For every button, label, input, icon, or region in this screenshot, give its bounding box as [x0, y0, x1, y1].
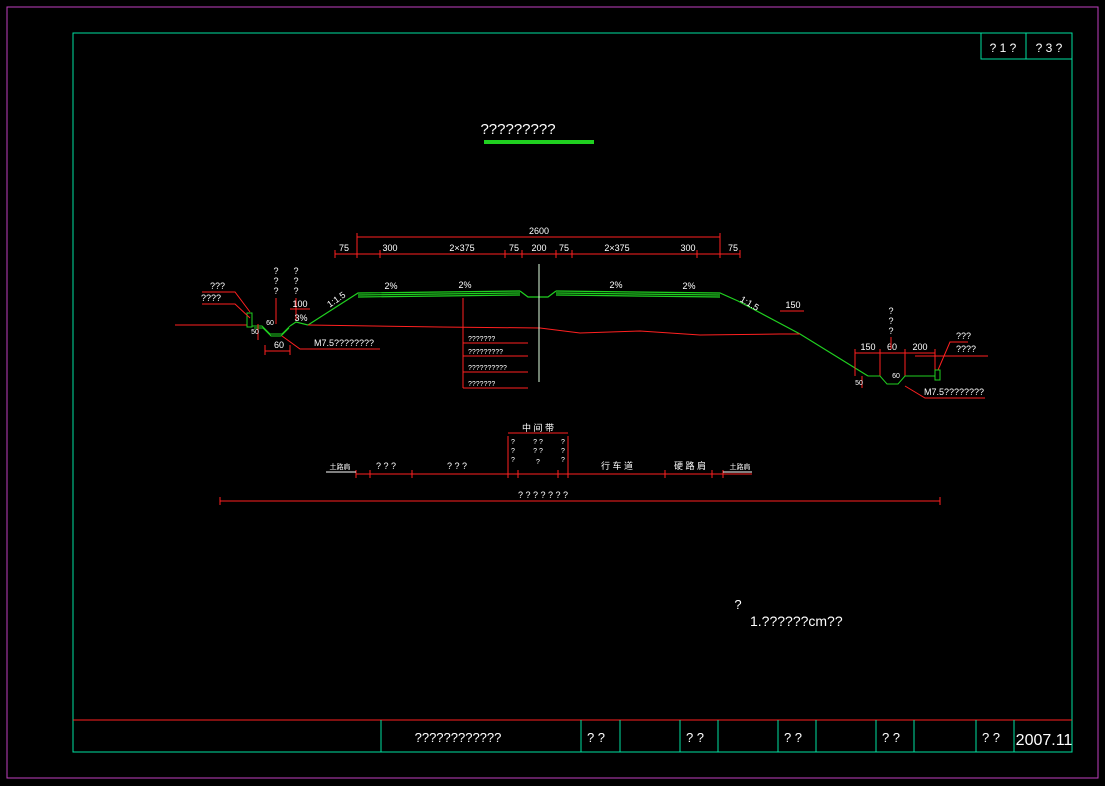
left-annotations: ??? ???? ? ? ? ? ? ? 100 3% 60 50 60 M7.… [201, 266, 380, 355]
left-ditch [246, 312, 291, 337]
right-label-1: ??? [956, 331, 971, 341]
pavement-layer-callouts: ??????? ????????? ?????????? ??????? [462, 298, 528, 389]
left-slope-3pct: 3% [294, 313, 307, 323]
median-label: 中 间 带 [522, 422, 554, 433]
dim-75-left: 75 [339, 243, 349, 253]
title-block-drawing-name: ???????????? [415, 730, 502, 745]
slope-2pct-3: 2% [609, 280, 622, 290]
median-c2c: ? [536, 459, 540, 466]
left-mortar-label: M7.5???????? [314, 338, 374, 348]
left-dim-60v: 60 [266, 320, 274, 327]
title-block-field-2: ? ? [686, 730, 704, 745]
dim-300-right: 300 [680, 243, 695, 253]
median-c2b: ? ? [533, 448, 543, 455]
right-dim-150-top: 150 [785, 300, 800, 310]
title-underline [484, 140, 594, 144]
dim-300-left: 300 [382, 243, 397, 253]
dim-75-right: 75 [728, 243, 738, 253]
left-vlabel-1: ? [273, 266, 278, 276]
subgrade-total-width: ? ? ? ? ? ? ? [518, 490, 568, 500]
left-dim-100: 100 [292, 299, 307, 309]
left-dim-60: 60 [274, 340, 284, 350]
left-vlabel-1c: ? [273, 286, 278, 296]
right-mortar-label: M7.5???????? [924, 387, 984, 397]
left-vlabel-2b: ? [293, 276, 298, 286]
dim-75-mid-left: 75 [509, 243, 519, 253]
left-label-2: ???? [201, 293, 221, 303]
lane-annotation: 中 间 带 ? ? ? ? ? ? ? ? ? ? ? 土路肩 ? ? ? ? … [219, 422, 941, 505]
median-c3b: ? [561, 448, 565, 455]
median-c3c: ? [561, 457, 565, 464]
left-vlabel-2c: ? [293, 286, 298, 296]
right-vlabel-1c: ? [888, 326, 893, 336]
sheet-total-label: ? 3 ? [1036, 41, 1063, 55]
dim-75-mid-right: 75 [559, 243, 569, 253]
median-c1a: ? [511, 439, 515, 446]
left-dim-50: 50 [251, 329, 259, 336]
right-side: 150 150 60 200 ? ? ? ??? ???? 50 60 M7.5… [780, 300, 984, 397]
top-dimension-lines [334, 233, 741, 258]
title-block-field-4: ? ? [882, 730, 900, 745]
dim-200-mid: 200 [531, 243, 546, 253]
lane-right-label: 行 车 道 [601, 460, 633, 471]
median-c1b: ? [511, 448, 515, 455]
title-block-field-3: ? ? [784, 730, 802, 745]
median-c1c: ? [511, 457, 515, 464]
left-vlabel-2: ? [293, 266, 298, 276]
median-c2a: ? ? [533, 439, 543, 446]
right-vlabel-1: ? [888, 306, 893, 316]
dim-overall: 2600 [529, 226, 549, 236]
note-mark: ? [734, 597, 741, 612]
shoulder-right-label: 土路肩 [730, 462, 751, 471]
note-text: 1.??????cm?? [750, 613, 843, 629]
sheet-page-label: ? 1 ? [990, 41, 1017, 55]
embankment-section [289, 290, 869, 377]
inner-frame [72, 32, 1073, 753]
title-block-field-5: ? ? [982, 730, 1000, 745]
right-dim-200: 200 [912, 342, 927, 352]
median-c3a: ? [561, 439, 565, 446]
pavement-layer-4: ??????? [468, 381, 495, 388]
outer-frame [6, 6, 1099, 779]
slope-2pct-2: 2% [458, 280, 471, 290]
right-dim-60v: 60 [892, 373, 900, 380]
slope-2pct-1: 2% [384, 281, 397, 291]
title-block-date: 2007.11 [1016, 732, 1073, 749]
dim-2x375-right: 2×375 [604, 243, 629, 253]
slope-2pct-4: 2% [682, 281, 695, 291]
right-dim-60: 60 [887, 342, 897, 352]
pavement-layer-1: ??????? [468, 336, 495, 343]
hard-shoulder-left-label: ? ? ? [376, 461, 396, 471]
ground-line [175, 324, 988, 399]
dim-2x375-left: 2×375 [449, 243, 474, 253]
shoulder-left-label: 土路肩 [330, 462, 351, 471]
title-block-field-1: ? ? [587, 730, 605, 745]
pavement-layer-3: ?????????? [468, 365, 507, 372]
lane-left-label: ? ? ? [447, 461, 467, 471]
right-dim-150: 150 [860, 342, 875, 352]
drawing-title: ????????? [480, 121, 555, 138]
right-label-2: ???? [956, 344, 976, 354]
right-dim-50: 50 [855, 380, 863, 387]
left-vlabel-1b: ? [273, 276, 278, 286]
left-label-1: ??? [210, 281, 225, 291]
title-block: ???????????? ? ? ? ? ? ? ? ? ? ? 2007.11 [73, 719, 1073, 752]
hard-shoulder-right-label: 硬 路 肩 [674, 460, 706, 471]
right-vlabel-1b: ? [888, 316, 893, 326]
sheet-number-box: ? 1 ? ? 3 ? [980, 32, 1073, 60]
pavement-layer-2: ????????? [468, 349, 503, 356]
top-dimension-text: 2600 75 300 2×375 75 200 75 2×375 300 75 [339, 226, 738, 253]
